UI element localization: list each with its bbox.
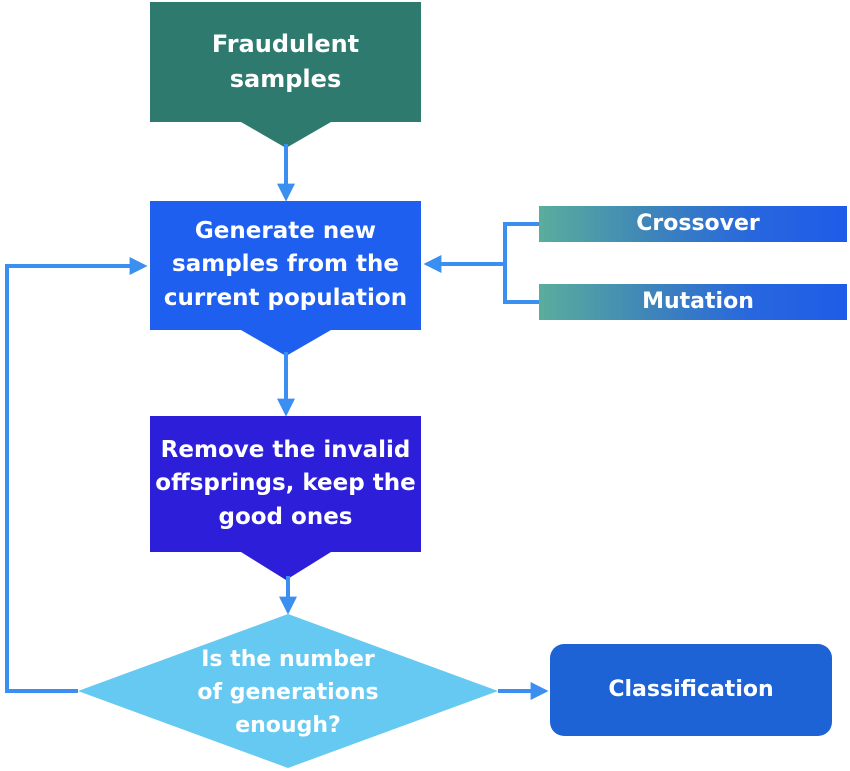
decision-label: Is the number of generations enough? — [150, 640, 426, 744]
generate-samples-label: Generate new samples from the current po… — [150, 205, 421, 325]
generate-line-3: current population — [163, 284, 408, 311]
generate-line-1: Generate new — [194, 217, 377, 244]
remove-line-2: offsprings, keep the — [155, 470, 416, 497]
mutation-shape — [539, 284, 847, 320]
remove-invalid-shape — [150, 416, 421, 580]
classification-label: Classification — [550, 644, 832, 736]
crossover-text: Crossover — [636, 211, 760, 237]
arrow-loop-back — [5, 257, 148, 693]
fraudulent-line-1: Fraudulent — [211, 30, 360, 59]
mutation-label: Mutation — [539, 284, 847, 320]
classification-text: Classification — [608, 677, 774, 703]
generate-line-2: samples from the — [172, 251, 399, 278]
decision-line-1: Is the number — [201, 646, 375, 672]
classification-shape — [550, 644, 832, 736]
generate-samples-shape — [150, 201, 421, 356]
crossover-label: Crossover — [539, 206, 847, 242]
crossover-shape — [539, 206, 847, 242]
remove-line-1: Remove the invalid — [160, 436, 411, 463]
remove-line-3: good ones — [218, 503, 353, 530]
mutation-text: Mutation — [642, 289, 754, 315]
decision-line-2: of generations — [197, 679, 379, 705]
fraudulent-samples-label: Fraudulent samples — [150, 12, 421, 112]
decision-line-3: enough? — [235, 712, 341, 738]
remove-invalid-label: Remove the invalid offsprings, keep the … — [150, 420, 421, 548]
fraudulent-samples-shape — [150, 2, 421, 148]
fraudulent-line-2: samples — [229, 65, 342, 93]
bracket-operators — [503, 222, 539, 304]
decision-diamond-shape — [78, 614, 498, 768]
